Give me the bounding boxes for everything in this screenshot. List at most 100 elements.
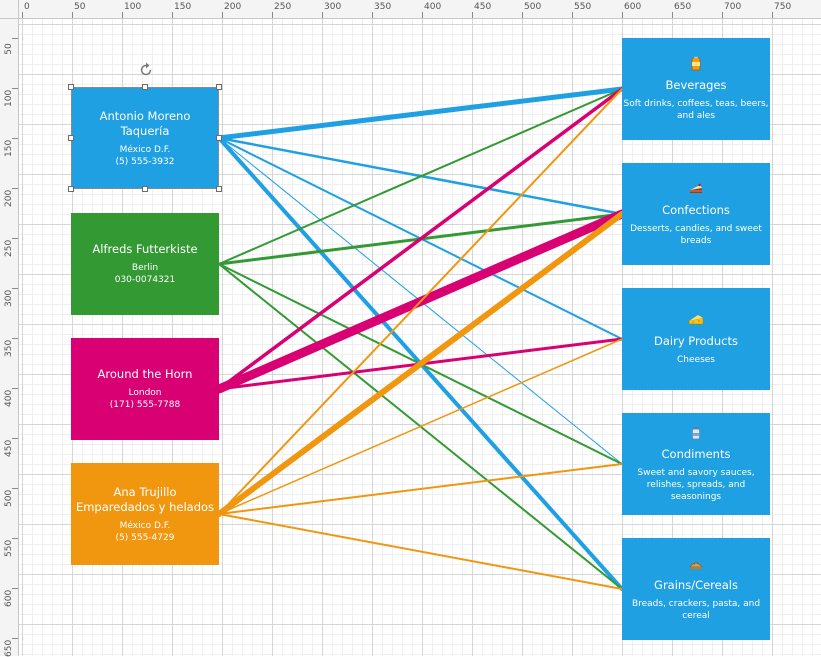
resize-handle-ne[interactable] xyxy=(216,84,222,90)
rotate-handle-icon[interactable] xyxy=(137,61,155,79)
category-description: Breads, crackers, pasta, and cereal xyxy=(631,599,761,621)
ruler-tick-label: 200 xyxy=(4,189,14,207)
ruler-tick-mark xyxy=(22,12,23,18)
connector-line[interactable] xyxy=(218,338,623,515)
ruler-tick-label: 150 xyxy=(4,139,14,157)
ruler-tick-mark xyxy=(222,12,223,18)
category-name: Beverages xyxy=(665,78,727,92)
ruler-tick-mark xyxy=(772,12,773,18)
customer-node-antonio-moreno[interactable]: Antonio Moreno Taquería México D.F.(5) 5… xyxy=(71,87,219,189)
ruler-tick-label: 500 xyxy=(4,489,14,507)
category-description: Desserts, candies, and sweet breads xyxy=(630,224,762,246)
ruler-tick-mark xyxy=(172,12,173,18)
ruler-tick-label: 300 xyxy=(324,2,342,12)
ruler-tick-label: 150 xyxy=(174,2,192,12)
ruler-tick-mark xyxy=(722,12,723,18)
ruler-tick-label: 400 xyxy=(424,2,442,12)
category-description: Cheeses xyxy=(677,355,715,365)
resize-handle-sw[interactable] xyxy=(68,186,74,192)
ruler-tick-label: 350 xyxy=(4,339,14,357)
ruler-tick-label: 550 xyxy=(4,539,14,557)
ruler-tick-mark xyxy=(12,138,18,139)
ruler-tick-mark xyxy=(12,88,18,89)
ruler-tick-mark xyxy=(422,12,423,18)
category-node-beverages[interactable]: Beverages Soft drinks, coffees, teas, be… xyxy=(622,38,770,140)
customer-city: Berlin xyxy=(131,263,159,273)
customer-details: Berlin 030-0074321 xyxy=(115,262,176,286)
category-node-grains-cereals[interactable]: Grains/Cereals Breads, crackers, pasta, … xyxy=(622,538,770,640)
customer-city: México D.F. xyxy=(119,144,171,155)
ruler-tick-mark xyxy=(472,12,473,18)
connector-line[interactable] xyxy=(218,513,623,590)
category-node-dairy-products[interactable]: Dairy Products Cheeses xyxy=(622,288,770,390)
resize-handle-e[interactable] xyxy=(216,135,222,141)
ruler-tick-label: 250 xyxy=(274,2,292,12)
ruler-tick-label: 600 xyxy=(4,589,14,607)
ruler-tick-label: 550 xyxy=(574,2,592,12)
resize-handle-se[interactable] xyxy=(216,186,222,192)
ruler-tick-label: 200 xyxy=(224,2,242,12)
connector-line[interactable] xyxy=(216,211,625,517)
ruler-tick-mark xyxy=(12,388,18,389)
ruler-tick-label: 100 xyxy=(124,2,142,12)
resize-handle-n[interactable] xyxy=(142,84,148,90)
ruler-tick-mark xyxy=(12,638,18,639)
customer-node-ana-trujillo[interactable]: Ana Trujillo Emparedados y helados Méxic… xyxy=(71,463,219,565)
resize-handle-nw[interactable] xyxy=(68,84,74,90)
customer-phone: (171) 555-7788 xyxy=(109,400,181,410)
ruler-tick-label: 600 xyxy=(624,2,642,12)
ruler-tick-label: 0 xyxy=(24,2,30,12)
ruler-tick-mark xyxy=(12,338,18,339)
customer-phone: (5) 555-3932 xyxy=(115,156,175,167)
category-node-confections[interactable]: Confections Desserts, candies, and sweet… xyxy=(622,163,770,265)
customer-phone: 030-0074321 xyxy=(114,275,176,285)
resize-handle-w[interactable] xyxy=(68,135,74,141)
ruler-tick-mark xyxy=(12,238,18,239)
ruler-tick-mark xyxy=(522,12,523,18)
customer-details: México D.F.(5) 555-3932 xyxy=(116,144,175,168)
ruler-tick-label: 700 xyxy=(724,2,742,12)
customer-node-around-the-horn[interactable]: Around the Horn London(171) 555-7788 xyxy=(71,338,219,440)
category-node-condiments[interactable]: Condiments Sweet and savory sauces, reli… xyxy=(622,413,770,515)
bread-icon xyxy=(689,562,703,569)
resize-handle-s[interactable] xyxy=(142,186,148,192)
ruler-tick-label: 650 xyxy=(674,2,692,12)
ruler-tick-mark xyxy=(12,588,18,589)
connector-line[interactable] xyxy=(218,88,623,515)
customer-name: Ana Trujillo Emparedados y helados xyxy=(75,484,215,514)
ruler-tick-mark xyxy=(12,488,18,489)
cheese-icon xyxy=(688,315,704,325)
ruler-tick-mark xyxy=(12,188,18,189)
customer-city: London xyxy=(128,388,162,398)
category-name: Condiments xyxy=(661,447,731,461)
customer-details: México D.F.(5) 555-4729 xyxy=(116,520,175,544)
cake-slice-icon xyxy=(690,183,702,193)
ruler-tick-label: 450 xyxy=(474,2,492,12)
connector-line[interactable] xyxy=(216,86,625,141)
connector-line[interactable] xyxy=(218,463,623,515)
ruler-tick-mark xyxy=(672,12,673,18)
connector-line[interactable] xyxy=(218,88,623,265)
ruler-tick-mark xyxy=(572,12,573,18)
ruler-corner xyxy=(0,0,19,19)
ruler-tick-mark xyxy=(12,538,18,539)
ruler-tick-mark xyxy=(122,12,123,18)
category-name: Dairy Products xyxy=(654,334,738,348)
ruler-tick-label: 250 xyxy=(4,239,14,257)
ruler-tick-mark xyxy=(12,438,18,439)
beverage-can-icon xyxy=(691,56,701,71)
ruler-tick-mark xyxy=(322,12,323,18)
ruler-tick-label: 50 xyxy=(4,43,14,55)
ruler-tick-label: 750 xyxy=(774,2,792,12)
ruler-tick-label: 500 xyxy=(524,2,542,12)
connector-line[interactable] xyxy=(217,87,624,391)
customer-details: London (171) 555-7788 xyxy=(110,387,180,411)
ruler-tick-label: 450 xyxy=(4,439,14,457)
ruler-tick-mark xyxy=(12,38,18,39)
ruler-tick-mark xyxy=(622,12,623,18)
ruler-tick-label: 100 xyxy=(4,89,14,107)
